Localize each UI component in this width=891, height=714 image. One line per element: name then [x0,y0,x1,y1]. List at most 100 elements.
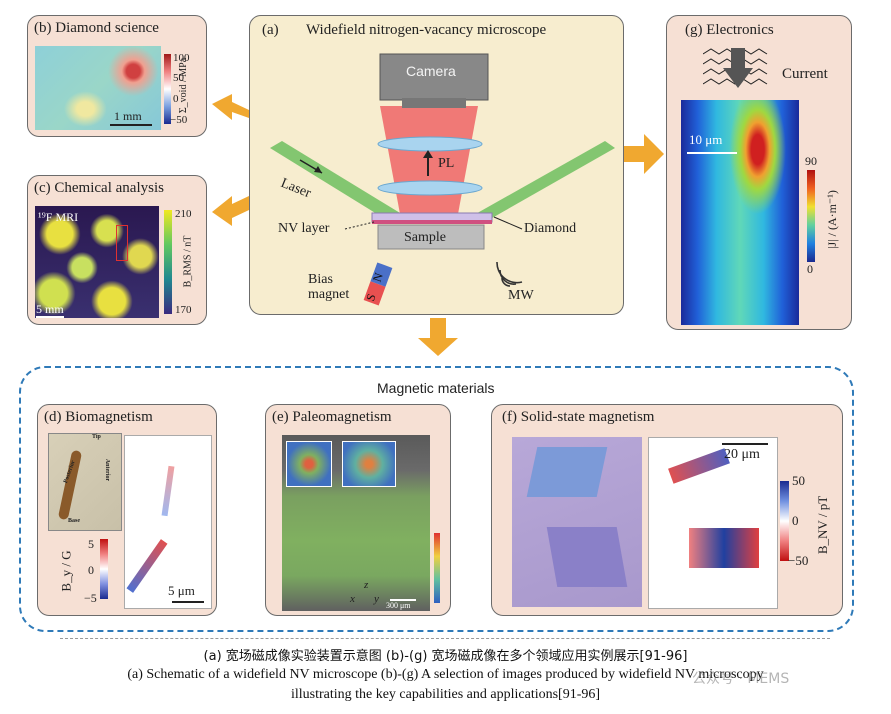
bias-magnet-icon [363,262,393,306]
panel-g-colorbar [807,170,815,262]
paleomag-inset-right [342,441,396,487]
panel-c-scale-label: 5 mm [36,302,64,316]
biomag-field-map [124,435,212,609]
graphene-lattice-icon [703,48,768,88]
nv-layer [372,220,492,224]
camera-mount [402,98,466,108]
panel-b-scale-label: 1 mm [114,109,142,123]
inset-word-base: Base [68,518,80,524]
panel-b-scalebar [110,124,152,126]
panel-e-scale-label: 300 μm [386,601,411,610]
pl-arrow-head [423,150,433,158]
mw-label: MW [508,288,534,303]
panel-f-title: (f) Solid-state magnetism [502,409,655,425]
panel-c-tick-1: 170 [175,304,192,316]
sample-label: Sample [404,230,446,245]
panel-c-colorbar-label: B_RMS / nT [182,235,194,288]
arrow-to-b [212,94,249,120]
caption-line-3: illustrating the key capabilities and ap… [290,687,601,702]
panel-f-tick-2: −50 [788,553,809,568]
caption-line-2: (a) Schematic of a widefield NV microsco… [127,667,764,682]
panel-d-scalebar [172,601,204,603]
panel-d-scale-label: 5 μm [168,583,195,598]
panel-c-title: (c) Chemical analysis [34,180,164,196]
panel-d-colorbar [100,539,108,599]
panel-g-scalebar [687,152,737,154]
panel-f: (f) Solid-state magnetism 20 μm 50 0 −50… [491,404,843,616]
panel-f-colorbar-label: B_NV / pT [815,495,831,555]
sample-block [377,224,485,250]
panel-g-title: (g) Electronics [685,22,774,38]
watermark: 公众号 · MEMS [692,671,790,687]
panel-e-colorbar [434,533,440,603]
camera-label: Camera [406,63,456,79]
panel-d-title: (d) Biomagnetism [44,409,153,425]
panel-f-colorbar [780,481,789,561]
panel-g-scale-label: 10 μm [689,132,723,147]
panel-e: (e) Paleomagnetism x y z 300 μm [265,404,451,616]
panel-b-tick-3: −50 [170,114,188,126]
current-arrow [723,68,753,88]
paleomag-map [282,435,430,611]
panel-g-tick-0: 90 [805,154,817,168]
panel-a: (a) Widefield nitrogen-vacancy microscop… [249,15,624,315]
diamond-stress-map [35,46,161,130]
current-density-map [681,100,799,325]
panel-b-tick-2: 0 [173,93,179,105]
magnetic-materials-title: Magnetic materials [377,380,495,396]
panel-b-colorbar [164,54,171,124]
panel-g: (g) Electronics Current 10 μm 90 0 |J| /… [666,15,852,330]
lens-top [377,136,483,152]
pl-label: PL [438,156,455,171]
laser-beam-left [270,141,405,222]
inset-word-anterior: Anterior [104,458,111,482]
biomag-optical-inset [48,433,122,531]
stray-field-map [648,437,778,609]
bias-magnet-label: Bias magnet [308,272,350,302]
panel-f-scalebar [722,443,768,445]
current-label: Current [782,66,828,82]
panel-f-scale-label: 20 μm [724,447,760,462]
arrow-to-g [624,134,664,174]
panel-d: (d) Biomagnetism Tip Anterior Posterior … [37,404,217,616]
caption-divider [60,638,830,640]
laser-beam-right [472,141,615,222]
paleomag-inset-left [286,441,332,487]
panel-g-colorbar-label: |J| / (A·m⁻¹) [824,190,839,249]
mw-icon [496,261,523,287]
panel-b-tick-1: 50 [173,72,184,84]
panel-b-tick-0: 100 [173,52,190,64]
panel-d-tick-2: −5 [84,591,97,605]
panel-b-colorbar-label: Σ_void / MPa [178,57,190,114]
nv-layer-label: NV layer [278,221,330,236]
inset-word-tip: Tip [92,434,101,440]
panel-c: (c) Chemical analysis ¹⁹F MRI 210 170 B_… [27,175,207,325]
magnetic-materials-group: Magnetic materials [19,366,854,632]
panel-e-scalebar [390,599,416,601]
lens-bottom [377,180,483,196]
panel-c-tick-0: 210 [175,208,192,220]
panel-e-axis-y: y [374,593,379,605]
caption-line-1: (a) 宽场磁成像实验装置示意图 (b)-(g) 宽场磁成像在多个领域应用实例展… [203,649,688,664]
diamond-label: Diamond [524,221,577,236]
panel-a-title: Widefield nitrogen-vacancy microscope [306,22,547,38]
panel-c-roi-box [116,225,128,261]
panel-e-axis-z: z [364,579,369,591]
panel-a-label: (a) [262,22,279,38]
panel-g-tick-1: 0 [807,262,813,276]
panel-e-axis-x: x [350,593,355,605]
panel-c-scalebar [36,316,64,318]
arrow-to-magnetic [418,318,458,356]
panel-b-title: (b) Diamond science [34,20,159,36]
nv-microscope-schematic [270,53,615,306]
panel-f-tick-0: 50 [792,473,805,488]
panel-c-colorbar [164,210,172,314]
panel-b: (b) Diamond science 100 50 0 −50 Σ_void … [27,15,207,137]
panel-c-inset-label: ¹⁹F MRI [38,210,79,224]
optical-flake-image [512,437,642,607]
arrow-to-c [212,196,249,226]
panel-d-tick-0: 5 [88,537,94,551]
panel-f-tick-1: 0 [792,513,799,528]
panel-d-tick-1: 0 [88,563,94,577]
panel-d-colorbar-label: B_y / G [58,550,74,592]
